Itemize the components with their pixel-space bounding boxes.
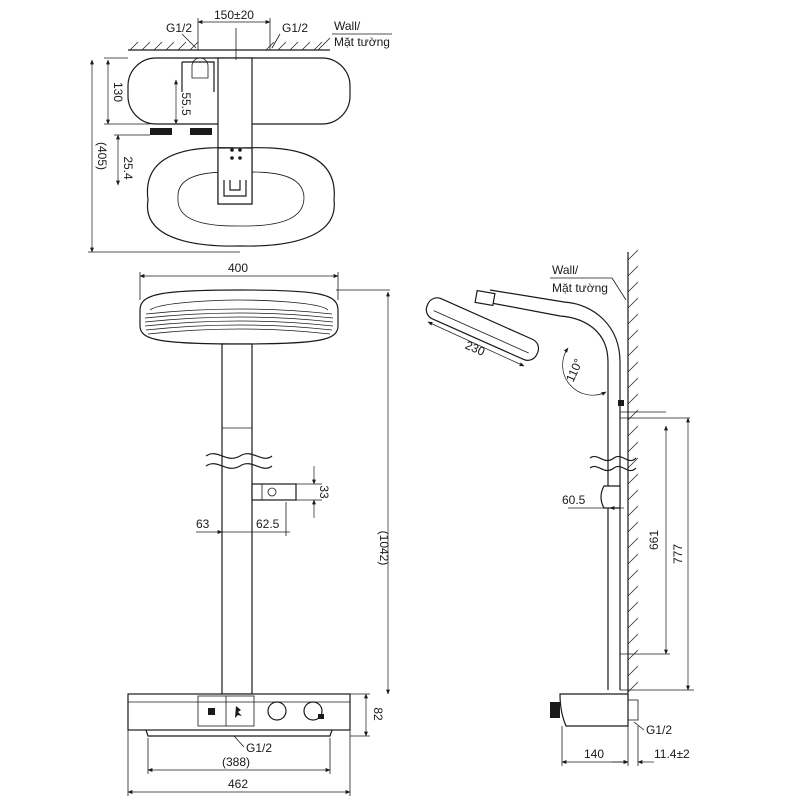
- front-mixer-knob-right: [303, 701, 323, 721]
- front-offset-62-5: 62.5: [256, 517, 280, 531]
- side-dim-661: 661: [647, 530, 661, 550]
- front-mixer-body: [127, 693, 351, 731]
- top-wall-hatch: [129, 41, 323, 51]
- front-view: 400 33 63 62: [127, 261, 391, 796]
- top-dim-25-4: 25.4: [121, 156, 135, 180]
- side-wall-hatch: [627, 249, 639, 693]
- top-shower-head: [147, 147, 335, 247]
- front-riser-pipe: [221, 343, 253, 695]
- front-height-total: (1042): [377, 531, 391, 566]
- side-holder-depth: 60.5: [562, 493, 586, 507]
- top-wall-label-vi: Mặt tường: [334, 35, 390, 49]
- side-depth-140: 140: [584, 747, 604, 761]
- side-dim-777: 777: [671, 544, 685, 564]
- side-view: Wall/ Mặt tường 230 110° 60.5: [425, 249, 694, 766]
- front-mixer-height: 82: [371, 707, 385, 721]
- front-width-388: (388): [222, 755, 250, 769]
- front-offset-63: 63: [196, 517, 210, 531]
- front-head-width-label: 400: [228, 261, 248, 275]
- side-dim-11-4: 11.4±2: [654, 747, 690, 761]
- front-shower-head: [139, 289, 339, 345]
- front-holder-33: 33: [317, 485, 331, 499]
- side-inlet-label: G1/2: [646, 723, 672, 737]
- top-inlet-right-label: G1/2: [282, 21, 308, 35]
- side-wall-label-vi: Mặt tường: [552, 281, 608, 295]
- side-angle-label: 110°: [563, 356, 586, 384]
- side-mixer-body: [559, 693, 629, 727]
- front-width-462: 462: [228, 777, 248, 791]
- top-dim-55-5: 55.5: [179, 92, 193, 116]
- top-view: 150±20 G1/2 G1/2 Wall/ Mặt tường 130 55.…: [88, 8, 392, 253]
- top-dim-405: (405): [95, 142, 109, 170]
- front-hand-holder: [251, 483, 297, 501]
- side-riser-pipe: [485, 301, 609, 690]
- front-head-nozzles: [144, 308, 334, 335]
- top-dim-130: 130: [111, 82, 125, 102]
- top-inlet-left-label: G1/2: [166, 21, 192, 35]
- front-inlet-bottom: G1/2: [246, 741, 272, 755]
- top-inlet-spacing-label: 150±20: [214, 8, 254, 22]
- front-mixer-knob-left: [267, 701, 287, 721]
- top-wall-label-en: Wall/: [334, 19, 361, 33]
- side-wall-label-en: Wall/: [552, 263, 579, 277]
- side-hand-holder: [600, 485, 621, 509]
